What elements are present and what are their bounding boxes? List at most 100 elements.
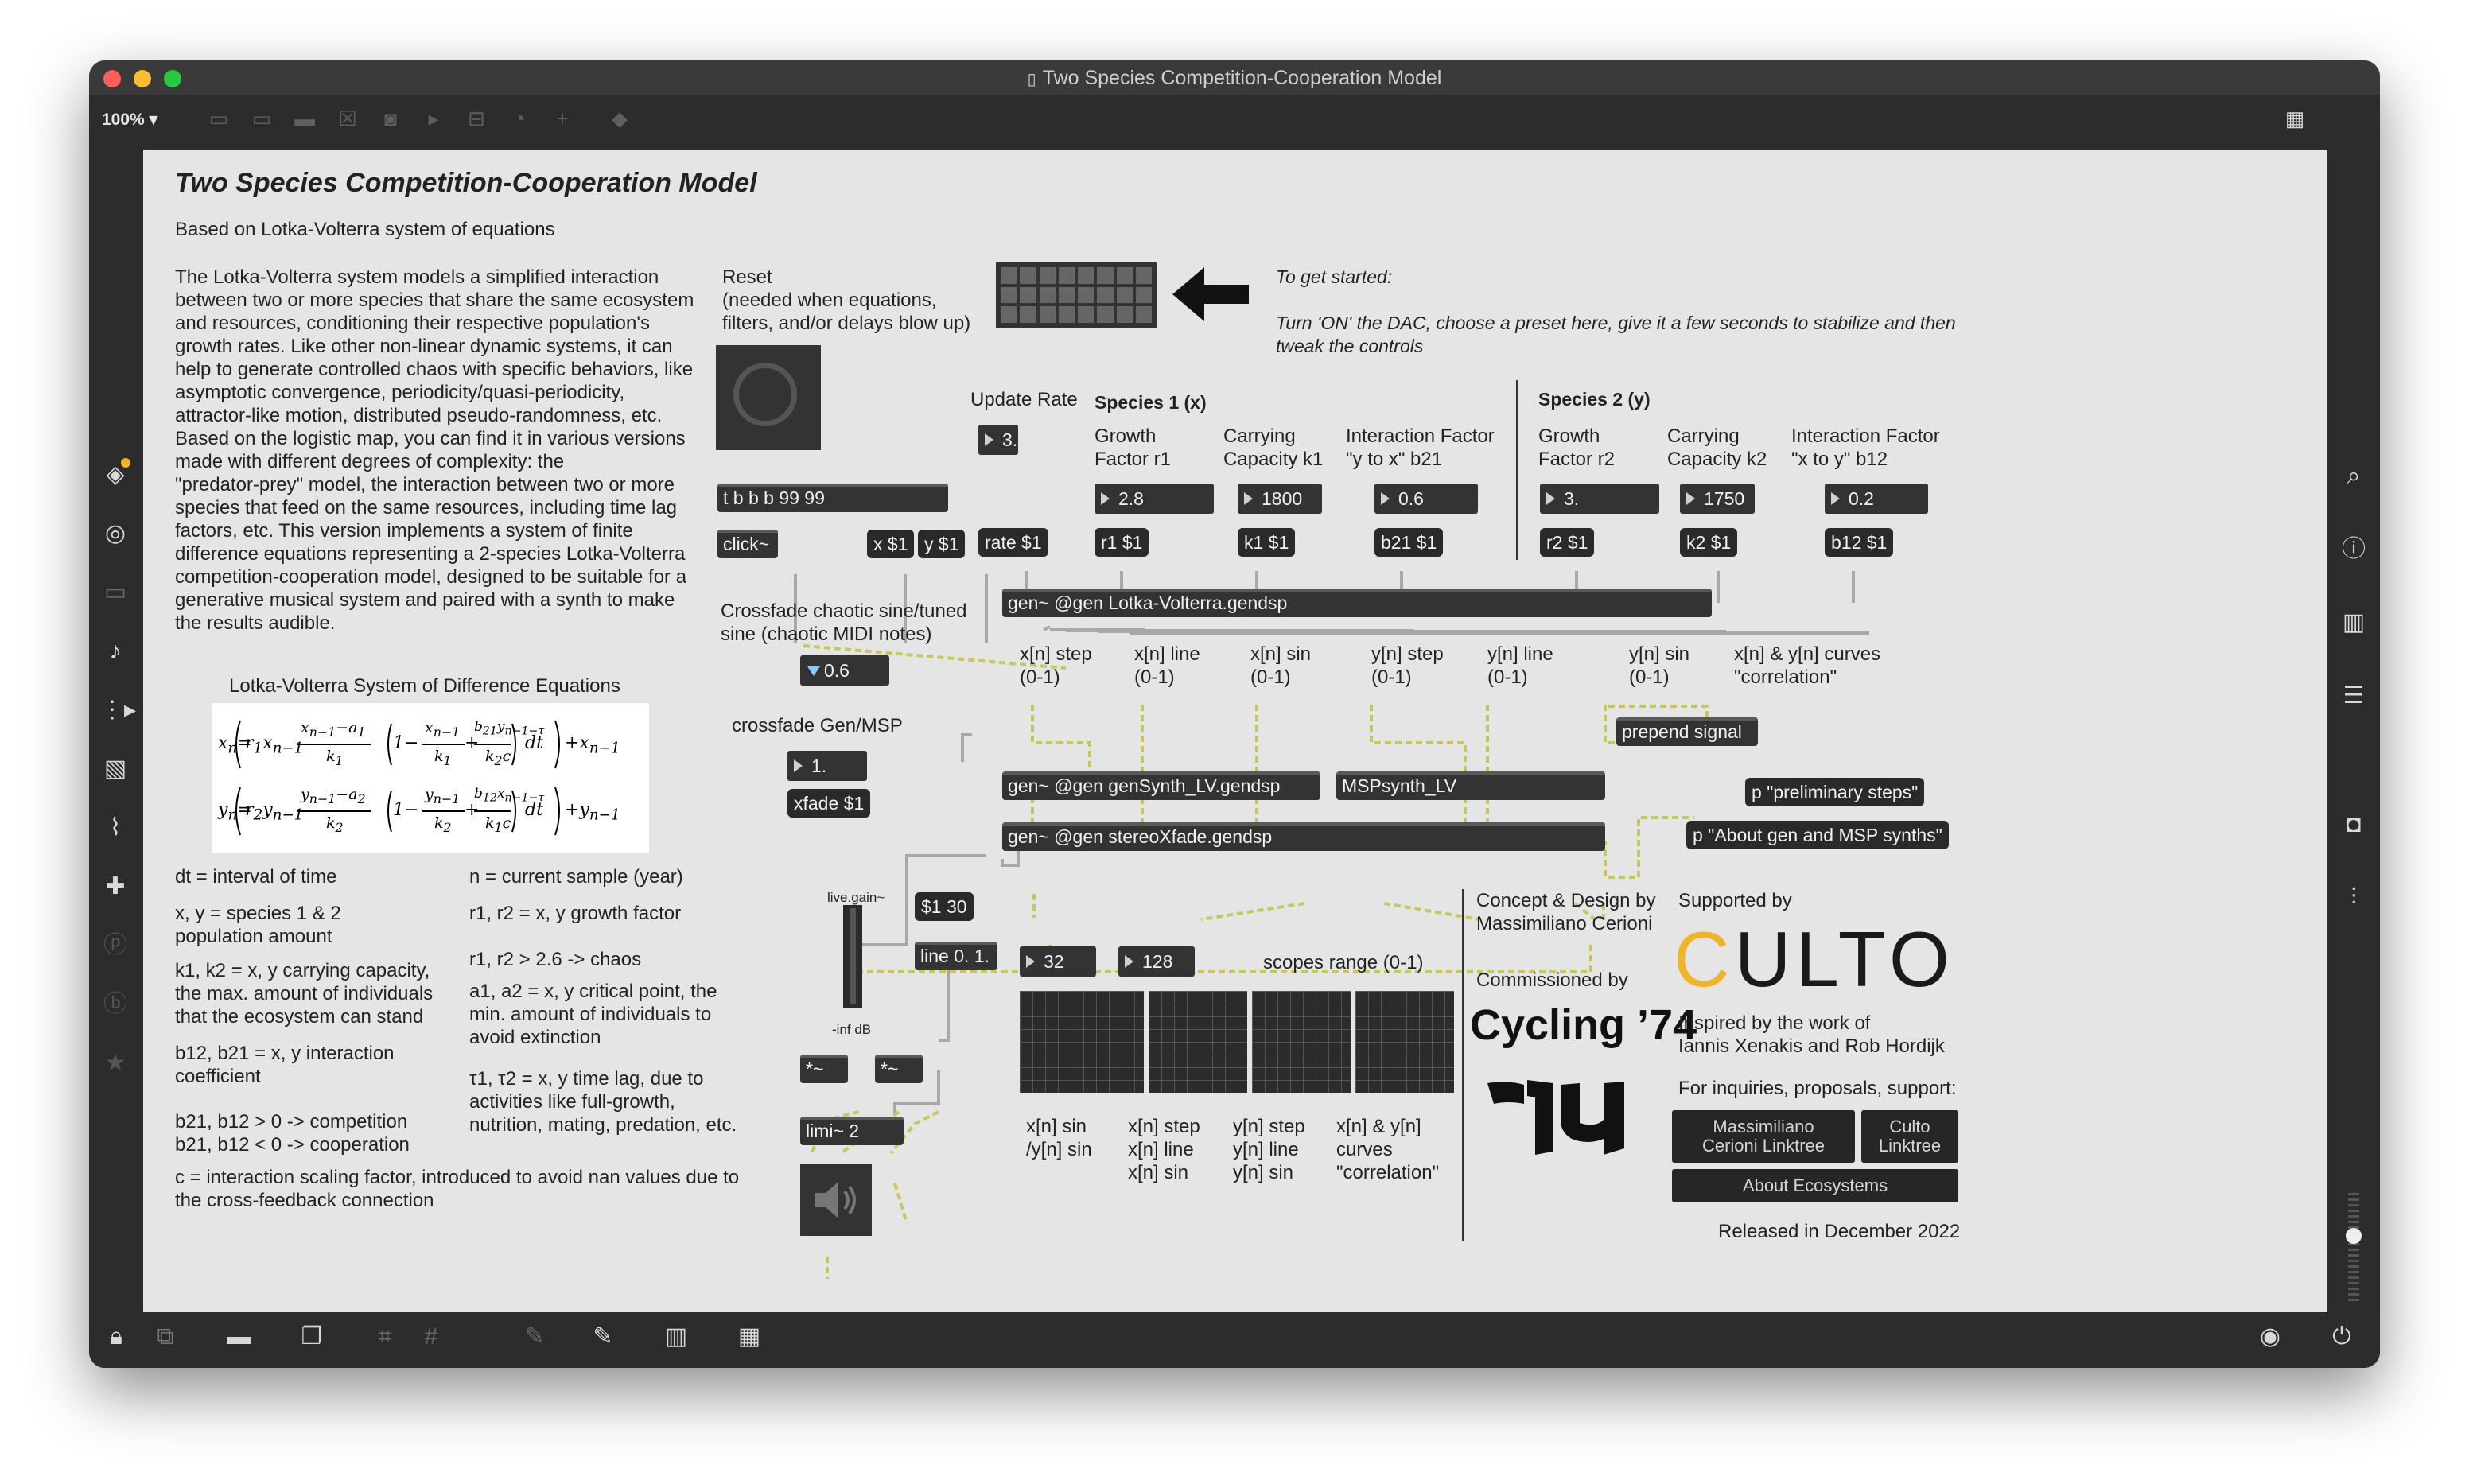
- b-icon[interactable]: ⓑ: [103, 991, 127, 1017]
- package-icon[interactable]: ◈: [100, 458, 130, 490]
- button-object-icon[interactable]: ◙: [384, 107, 397, 130]
- update-rate-number[interactable]: 3.: [978, 425, 1018, 455]
- cerioni-linktree-button[interactable]: Massimiliano Cerioni Linktree: [1672, 1110, 1855, 1163]
- culto-linktree-button[interactable]: Culto Linktree: [1861, 1110, 1958, 1163]
- reset-button-ring: [733, 363, 797, 426]
- piano-icon[interactable]: ▥: [664, 1323, 688, 1350]
- star-icon[interactable]: ★: [104, 1050, 126, 1076]
- click-object[interactable]: click~: [717, 530, 778, 558]
- prepend-signal-object[interactable]: prepend signal: [1616, 717, 1758, 746]
- msp-synth-object[interactable]: MSPsynth_LV: [1336, 771, 1605, 800]
- legend-xy: x, y = species 1 & 2 population amount: [175, 903, 341, 947]
- gen-lotka-volterra-object[interactable]: gen~ @gen Lotka-Volterra.gendsp: [1002, 589, 1712, 617]
- b12-number[interactable]: 0.2: [1825, 484, 1928, 514]
- number-icon[interactable]: ▸: [428, 107, 439, 130]
- ramp-message[interactable]: $1 30: [915, 892, 974, 921]
- grid-view-icon[interactable]: ▦: [2284, 107, 2305, 130]
- keyboard-grid-icon[interactable]: ▦: [737, 1323, 761, 1350]
- columns-icon[interactable]: ▥: [2342, 609, 2366, 635]
- r2-message[interactable]: r2 $1: [1540, 528, 1595, 557]
- lock-icon[interactable]: 🔒︎: [110, 1323, 122, 1350]
- master-volume-slider[interactable]: [2346, 1193, 2362, 1304]
- windows-icon[interactable]: ❐: [301, 1323, 323, 1350]
- multiply-right-object[interactable]: *~: [875, 1055, 923, 1083]
- snap-icon[interactable]: ✎: [524, 1323, 545, 1350]
- power-icon[interactable]: ⏻: [2332, 1323, 2351, 1350]
- interaction2-label: Interaction Factor "x to y" b12: [1791, 425, 1940, 470]
- gen-stereoxfade-object[interactable]: gen~ @gen stereoXfade.gendsp: [1002, 822, 1605, 851]
- wrench-icon[interactable]: ✎: [593, 1323, 613, 1350]
- limiter-object[interactable]: limi~ 2: [800, 1117, 904, 1145]
- preset-grid[interactable]: [996, 262, 1157, 328]
- presentation-icon[interactable]: ⧉: [157, 1323, 174, 1350]
- b21-message[interactable]: b21 $1: [1374, 528, 1444, 557]
- grid-icon[interactable]: #: [424, 1323, 438, 1350]
- add-object-icon[interactable]: +: [556, 107, 569, 130]
- align-icon[interactable]: ⌗: [378, 1323, 392, 1350]
- new-message-icon[interactable]: ▭: [251, 107, 272, 130]
- curves-correlation-label: x[n] & y[n] curves "correlation": [1734, 643, 1881, 688]
- scope-label-y-curves: y[n] step y[n] line y[n] sin: [1233, 1116, 1305, 1183]
- comment-icon[interactable]: ▬: [227, 1323, 251, 1350]
- live-gain-slider[interactable]: [843, 905, 862, 1008]
- plug-icon[interactable]: ✚: [105, 873, 126, 899]
- about-synths-subpatch[interactable]: p "About gen and MSP synths": [1686, 821, 1949, 849]
- r1-number[interactable]: 2.8: [1095, 484, 1214, 514]
- x-message[interactable]: x $1: [867, 530, 915, 558]
- trigger-object[interactable]: t b b b 99 99: [717, 484, 948, 512]
- scope-xy-sin: [1020, 991, 1144, 1093]
- keyboard-icon[interactable]: ▭: [103, 579, 127, 605]
- info-icon[interactable]: ⓘ: [2342, 536, 2366, 562]
- rate-message[interactable]: rate $1: [978, 528, 1048, 557]
- about-ecosystems-button[interactable]: About Ecosystems: [1672, 1169, 1958, 1202]
- document-icon: ▯: [1027, 71, 1036, 88]
- music-note-icon[interactable]: ♪: [109, 638, 122, 664]
- b21-number[interactable]: 0.6: [1374, 484, 1478, 514]
- toggle-icon[interactable]: ☒: [338, 107, 357, 130]
- legend-dt: dt = interval of time: [175, 866, 337, 888]
- zoom-window-button[interactable]: [164, 70, 181, 87]
- b12-message[interactable]: b12 $1: [1825, 528, 1894, 557]
- search-icon[interactable]: ⌕: [2347, 463, 2361, 489]
- r2-number[interactable]: 3.: [1540, 484, 1659, 514]
- k1-number[interactable]: 1800: [1238, 484, 1322, 514]
- preliminary-steps-subpatch[interactable]: p "preliminary steps": [1745, 778, 1925, 806]
- scope-param-b-number[interactable]: 128: [1118, 946, 1195, 977]
- crossfade-number[interactable]: 0.6: [800, 655, 889, 686]
- dac-speaker-button[interactable]: [800, 1164, 872, 1236]
- y-message[interactable]: y $1: [918, 530, 966, 558]
- gen-synth-object[interactable]: gen~ @gen genSynth_LV.gendsp: [1002, 771, 1320, 800]
- arrow-left-icon: [1172, 267, 1249, 321]
- volume-knob[interactable]: [2346, 1228, 2362, 1244]
- p-icon[interactable]: ⓟ: [103, 932, 127, 958]
- minimize-window-button[interactable]: [134, 70, 151, 87]
- playlist-icon[interactable]: ⋮▸: [100, 697, 137, 723]
- line-object[interactable]: line 0. 1.: [915, 942, 997, 970]
- signal-cord: [803, 644, 1067, 670]
- reset-button[interactable]: [716, 345, 821, 450]
- legend-r: r1, r2 = x, y growth factor: [469, 903, 682, 924]
- image-icon[interactable]: ▧: [103, 756, 127, 782]
- target-icon[interactable]: ◎: [104, 520, 126, 546]
- k1-message[interactable]: k1 $1: [1238, 528, 1296, 557]
- mixer-icon[interactable]: ⫶: [2350, 884, 2357, 911]
- list-icon[interactable]: ☰: [2343, 682, 2365, 709]
- k2-number[interactable]: 1750: [1680, 484, 1755, 514]
- new-comment-icon[interactable]: ▬: [294, 107, 315, 130]
- patch-description: The Lotka-Volterra system models a simpl…: [175, 266, 694, 634]
- close-window-button[interactable]: [103, 70, 121, 87]
- dial-icon[interactable]: ◔: [513, 107, 526, 130]
- xfade-message[interactable]: xfade $1: [787, 789, 871, 818]
- paint-bucket-icon[interactable]: ◆: [612, 107, 628, 130]
- crossfade-gen-number[interactable]: 1.: [787, 751, 867, 781]
- scope-param-a-number[interactable]: 32: [1020, 946, 1096, 977]
- r1-message[interactable]: r1 $1: [1095, 528, 1149, 557]
- slider-icon[interactable]: ⊟: [468, 107, 485, 130]
- multiply-left-object[interactable]: *~: [800, 1055, 848, 1083]
- k2-message[interactable]: k2 $1: [1680, 528, 1738, 557]
- zoom-menu[interactable]: 100% ▾: [102, 110, 157, 130]
- new-object-icon[interactable]: ▭: [208, 107, 229, 130]
- camera-icon[interactable]: ◘: [2346, 811, 2362, 837]
- transport-icon[interactable]: ◉: [2259, 1323, 2281, 1350]
- paperclip-icon[interactable]: ⌇: [109, 814, 122, 841]
